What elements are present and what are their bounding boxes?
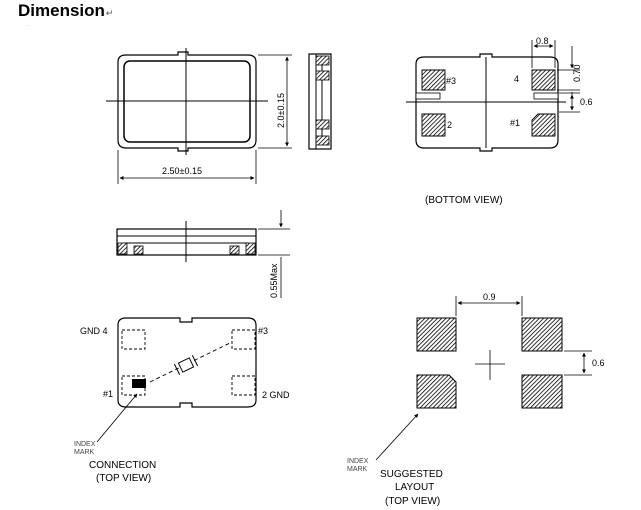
suggested-layout: 0.9 0.6 INDEX MARK SUGGESTED LAYOUT (TOP… bbox=[347, 292, 605, 507]
side-view-right bbox=[308, 53, 332, 150]
bottom-pad3-label: #3 bbox=[446, 76, 456, 86]
bottom-pad2-label: 2 bbox=[447, 120, 452, 130]
page-title: Dimension↵ bbox=[18, 1, 113, 21]
conn-pad3-label: #3 bbox=[258, 326, 268, 336]
index-mark bbox=[132, 379, 146, 388]
layout-pad-br bbox=[521, 374, 563, 409]
return-mark: ↵ bbox=[105, 8, 114, 18]
layout-pad-label: 0.6 bbox=[592, 358, 605, 368]
layout-caption-line3: (TOP VIEW) bbox=[385, 496, 440, 507]
bottom-pad4-label: 4 bbox=[514, 74, 519, 84]
top-view: 2.50±0.15 2.0±0.15 bbox=[106, 48, 292, 184]
conn-caption-line1: CONNECTION bbox=[89, 460, 156, 471]
bottom-pad-3 bbox=[421, 69, 446, 91]
bottom-pad-width-label: 0.8 bbox=[536, 36, 549, 46]
connection-view: GND 4 #3 #1 2 GND INDEX MARK CONNECTION … bbox=[74, 317, 290, 484]
conn-gnd4-label: GND 4 bbox=[80, 326, 108, 336]
height-dim-label: 2.0±0.15 bbox=[276, 93, 286, 128]
bottom-pad-height-label: 0.70 bbox=[572, 64, 582, 82]
side-view-front: 0.55Max bbox=[116, 210, 290, 298]
bottom-view: #3 4 2 #1 0.8 0.70 0.6 (BOTTOM VIEW) bbox=[406, 36, 593, 206]
thickness-dim-label: 0.55Max bbox=[269, 263, 279, 298]
bottom-gap-label: 0.6 bbox=[580, 97, 593, 107]
bottom-pad-1 bbox=[531, 113, 556, 137]
layout-caption-line1: SUGGESTED bbox=[380, 469, 443, 480]
conn-gnd2-label: 2 GND bbox=[262, 390, 290, 400]
bottom-pad-4 bbox=[531, 69, 556, 91]
layout-pad-tl bbox=[416, 317, 457, 352]
width-dim-label: 2.50±0.15 bbox=[162, 166, 202, 176]
conn-pad1-label: #1 bbox=[103, 389, 113, 399]
bottom-pad-2 bbox=[421, 113, 446, 137]
bottom-view-caption: (BOTTOM VIEW) bbox=[425, 195, 503, 206]
layout-index-line1: INDEX bbox=[347, 458, 369, 465]
tiny-mark: · bbox=[27, 23, 29, 29]
layout-index-line2: MARK bbox=[347, 466, 368, 473]
conn-index-line2: MARK bbox=[74, 449, 95, 456]
layout-pad-bl bbox=[416, 374, 457, 409]
conn-index-line1: INDEX bbox=[74, 441, 96, 448]
conn-caption-line2: (TOP VIEW) bbox=[96, 473, 151, 484]
layout-pad-tr bbox=[521, 317, 563, 352]
layout-caption-line2: LAYOUT bbox=[395, 482, 434, 493]
layout-pitch-label: 0.9 bbox=[483, 292, 496, 302]
bottom-pad1-label: #1 bbox=[510, 118, 520, 128]
title-text: Dimension bbox=[18, 1, 105, 20]
